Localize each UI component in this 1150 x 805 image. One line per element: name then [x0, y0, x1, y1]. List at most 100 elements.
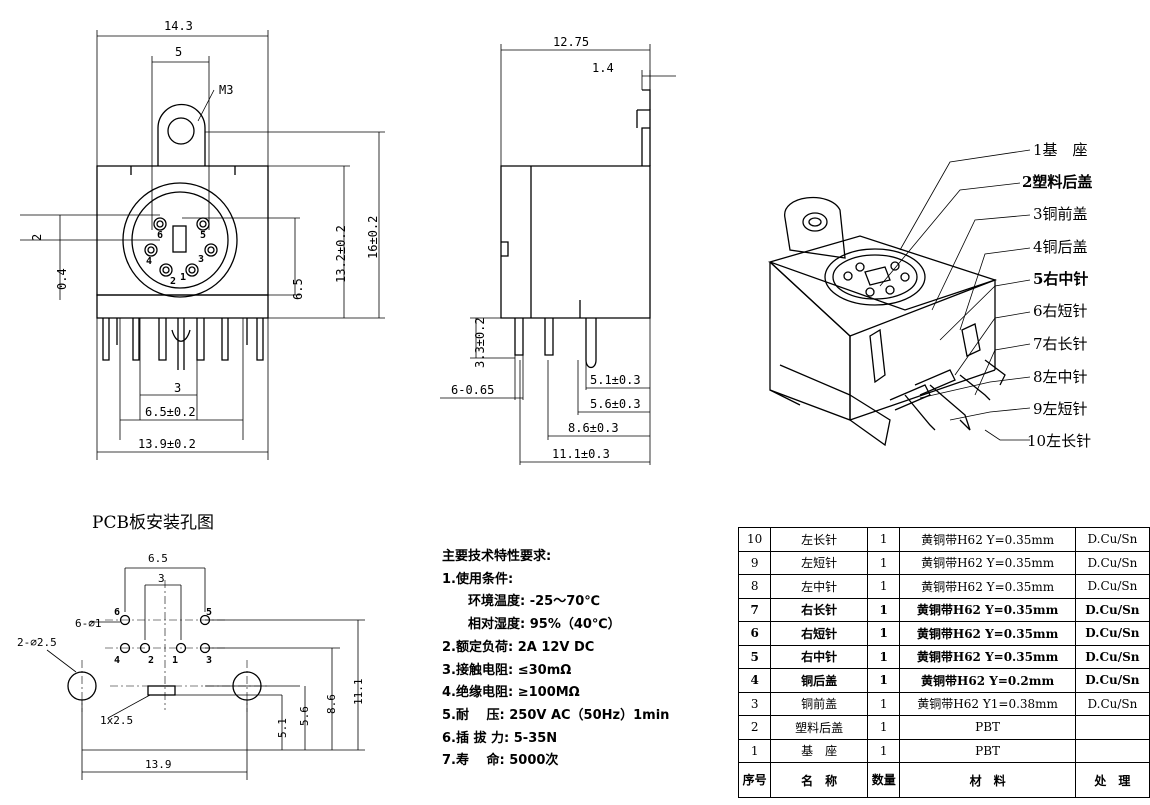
cell-no: 7: [737, 597, 772, 622]
header-no: 序号: [737, 762, 772, 798]
callout-2: 2塑料后盖: [1022, 173, 1093, 191]
side-dim-56: 5.6±0.3: [590, 397, 641, 411]
front-dim-hole-spacing: 5: [175, 45, 182, 59]
cell-material: 黄铜带H62 Y=0.2mm: [899, 668, 1076, 693]
callout-4: 4铜后盖: [1033, 238, 1088, 256]
cell-qty: 1: [867, 691, 901, 716]
pcb-dim-6phi1: 6-⌀1: [75, 617, 102, 630]
callout-10: 10左长针: [1027, 432, 1092, 450]
cell-name: 左短针: [770, 550, 869, 575]
cell-material: 黄铜带H62 Y=0.35mm: [899, 574, 1076, 599]
cell-treatment: D.Cu/Sn: [1074, 621, 1150, 646]
requirements-title: 主要技术特性要求:: [442, 549, 552, 564]
front-view: 6 5 4 3 2 1 14.3 5 M3 2 0.4 6.5 13.2±0.2…: [20, 19, 385, 460]
front-pin-4: 4: [146, 256, 152, 267]
front-pin-6: 6: [157, 230, 163, 241]
pcb-dim-86: 8.6: [325, 694, 338, 714]
cell-name: 右中针: [770, 644, 869, 669]
cell-name: 铜后盖: [770, 668, 869, 693]
header-material: 材 料: [899, 762, 1076, 798]
cell-treatment: D.Cu/Sn: [1074, 527, 1150, 552]
cell-material: 黄铜带H62 Y=0.35mm: [899, 527, 1076, 552]
cell-no: 8: [737, 574, 772, 599]
pcb-dim-56: 5.6: [298, 706, 311, 726]
pcb-pin-6: 6: [114, 607, 120, 618]
side-dim-111: 11.1±0.3: [552, 447, 610, 461]
pcb-hole-layout: 6.5 3 6-⌀1 2-⌀2.5 1x2.5 13.9 5.1 5.6 8.6…: [17, 552, 365, 780]
cell-name: 右短针: [770, 621, 869, 646]
cell-treatment: D.Cu/Sn: [1074, 574, 1150, 599]
front-dim-132: 13.2±0.2: [334, 225, 348, 283]
front-pin-1: 1: [180, 272, 186, 283]
cell-name: 基 座: [770, 738, 869, 763]
front-dim-16: 16±0.2: [366, 216, 380, 259]
callout-1: 1基 座: [1033, 141, 1088, 159]
req-line-8: 6.插 拔 力: 5-35N: [442, 730, 558, 746]
pcb-dim-51: 5.1: [276, 718, 289, 738]
cell-no: 2: [737, 715, 772, 740]
cell-no: 6: [737, 621, 772, 646]
cell-no: 10: [737, 527, 772, 552]
front-pin-3: 3: [198, 254, 204, 265]
callout-9: 9左短针: [1033, 400, 1088, 418]
pcb-pin-1: 1: [172, 655, 178, 666]
callout-8: 8左中针: [1033, 368, 1088, 386]
cell-qty: 1: [867, 668, 901, 693]
pcb-dim-slot: 1x2.5: [100, 714, 133, 727]
req-line-7: 5.耐 压: 250V AC（50Hz）1min: [442, 707, 670, 723]
front-dim-width: 14.3: [164, 19, 193, 33]
cell-name: 左长针: [770, 527, 869, 552]
front-dim-65: 6.5: [291, 278, 305, 300]
cell-treatment: D.Cu/Sn: [1074, 691, 1150, 716]
technical-requirements: 主要技术特性要求: 1.使用条件: 环境温度: -25～70℃ 相对湿度: 95…: [442, 546, 669, 773]
cell-material: 黄铜带H62 Y=0.35mm: [899, 621, 1076, 646]
front-dim-139: 13.9±0.2: [138, 437, 196, 451]
cell-qty: 1: [867, 574, 901, 599]
cell-material: PBT: [899, 715, 1076, 740]
cell-no: 3: [737, 691, 772, 716]
cell-no: 5: [737, 644, 772, 669]
cell-material: 黄铜带H62 Y=0.35mm: [899, 550, 1076, 575]
cell-treatment: [1074, 715, 1150, 740]
pcb-dim-111: 11.1: [352, 679, 365, 706]
cell-no: 9: [737, 550, 772, 575]
pcb-pin-2: 2: [148, 655, 154, 666]
cell-treatment: D.Cu/Sn: [1074, 597, 1150, 622]
side-dim-51: 5.1±0.3: [590, 373, 641, 387]
cell-material: PBT: [899, 738, 1076, 763]
front-dim-2: 2: [30, 234, 44, 241]
front-dim-65b: 6.5±0.2: [145, 405, 196, 419]
cell-material: 黄铜带H62 Y=0.35mm: [899, 597, 1076, 622]
isometric-view: [767, 149, 1031, 447]
req-line-4: 2.额定负荷: 2A 12V DC: [442, 639, 595, 655]
cell-name: 塑料后盖: [770, 715, 869, 740]
front-label-thread: M3: [219, 83, 233, 97]
header-qty: 数量: [867, 762, 901, 798]
pcb-pin-4: 4: [114, 655, 120, 666]
req-line-6: 4.绝缘电阻: ≥100MΩ: [442, 685, 580, 701]
cell-treatment: [1074, 738, 1150, 763]
req-line-9: 7.寿 命: 5000次: [442, 753, 559, 769]
cell-no: 1: [737, 738, 772, 763]
cell-material: 黄铜带H62 Y1=0.38mm: [899, 691, 1076, 716]
req-line-5: 3.接触电阻: ≤30mΩ: [442, 662, 572, 678]
side-dim-14: 1.4: [592, 61, 614, 75]
parts-table-header: 序号 名 称 数量 材 料 处 理: [737, 762, 1150, 798]
front-dim-04: 0.4: [55, 268, 69, 290]
cell-qty: 1: [867, 621, 901, 646]
pcb-dim-2phi25: 2-⌀2.5: [17, 636, 57, 649]
cell-no: 4: [737, 668, 772, 693]
header-name: 名 称: [770, 762, 869, 798]
side-dim-86: 8.6±0.3: [568, 421, 619, 435]
